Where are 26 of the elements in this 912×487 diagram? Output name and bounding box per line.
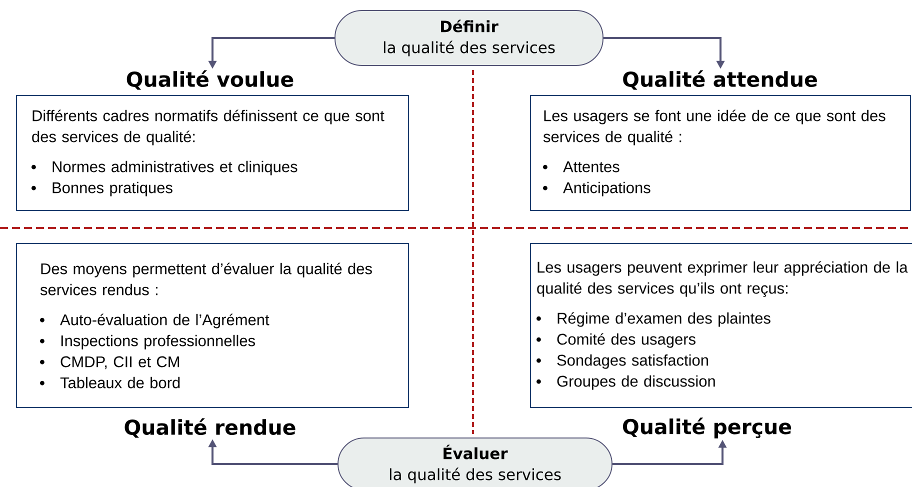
pill-shape [334,10,604,66]
bullet-item: Anticipations [543,182,650,196]
quality-heading: Qualité attendue [623,70,817,90]
box-text: Les usagers peuvent exprimer leur appréciation de la qualité des services qu’ils ont reçus: [537,261,908,297]
pill-shape [338,438,612,487]
bullet-item: Inspections professionnelles [40,334,255,350]
bullet-item: Normes administratives et cliniques [32,160,298,176]
bullet-item: Auto-évaluation de l’Agrément [40,314,270,328]
bullet-item: Sondages satisfaction [536,354,708,369]
box-text: Les usagers se font une idée de ce que sont des services de qualité : [543,110,886,146]
box-text: Différents cadres normatifs définissent ce que sont des services de qualité: [32,110,384,146]
bullet-item: Tableaux de bord [40,376,180,388]
bullet-item: CMDP, CII et CM [40,356,179,370]
bullet-item: Régime d’examen des plaintes [536,312,770,327]
box-text: Des moyens permettent d’évaluer la qualité des services rendus : [40,262,372,296]
quality-heading: Qualité rendue [124,418,296,438]
bullet-item: Bonnes pratiques [32,182,172,196]
pill-text: la qualité des services [384,40,555,56]
quality-heading: Qualité perçue [622,418,792,438]
bullet-item: Comité des usagers [536,333,696,348]
pill-heading: Définir [441,20,498,32]
bullet-item: Attentes [543,161,620,172]
quality-heading: Qualité voulue [126,70,294,90]
pill-heading: Évaluer [444,444,508,460]
pill-text: la qualité des services [390,468,561,484]
bullet-item: Groupes de discussion [536,375,715,390]
